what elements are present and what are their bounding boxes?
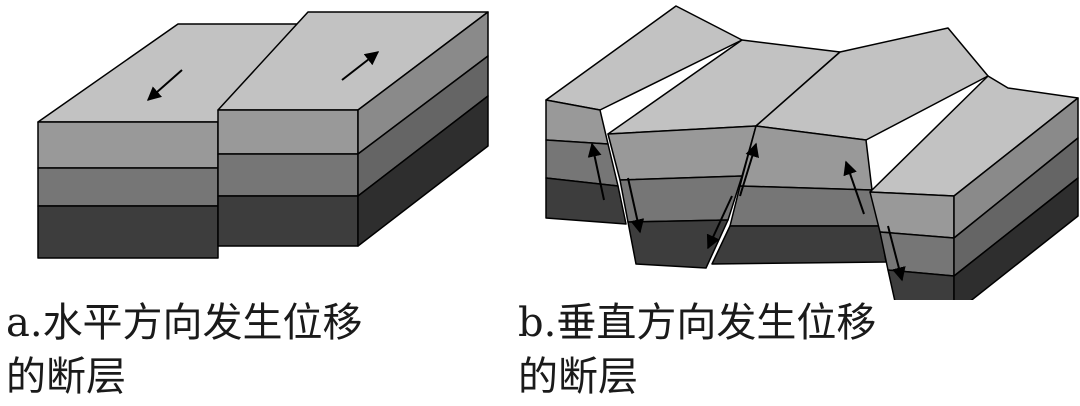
right-block-middle-layer xyxy=(218,154,358,196)
raised-block-1-bottom-layer xyxy=(546,178,626,224)
left-block-upper-layer xyxy=(38,122,218,168)
raised-block-2-middle-layer xyxy=(730,186,880,226)
graben-block-2-upper-layer xyxy=(870,192,954,238)
graben-block-2-bottom-layer xyxy=(888,270,954,300)
right-block-upper-layer xyxy=(218,110,358,154)
caption-a-line2: 的断层 xyxy=(6,350,126,404)
right-block-bottom-layer xyxy=(218,196,358,246)
fault-diagrams xyxy=(0,0,1080,300)
graben-block-1-upper-layer xyxy=(608,126,756,180)
caption-b-line1: b.垂直方向发生位移 xyxy=(518,296,876,350)
left-block-middle-layer xyxy=(38,168,218,206)
caption-a-line1: a.水平方向发生位移 xyxy=(6,296,363,350)
strike-slip-fault-diagram xyxy=(38,12,488,258)
left-block-bottom-layer xyxy=(38,206,218,258)
vertical-fault-diagram xyxy=(546,6,1078,300)
raised-block-2-bottom-layer xyxy=(712,226,886,264)
caption-b-line2: 的断层 xyxy=(518,350,638,404)
